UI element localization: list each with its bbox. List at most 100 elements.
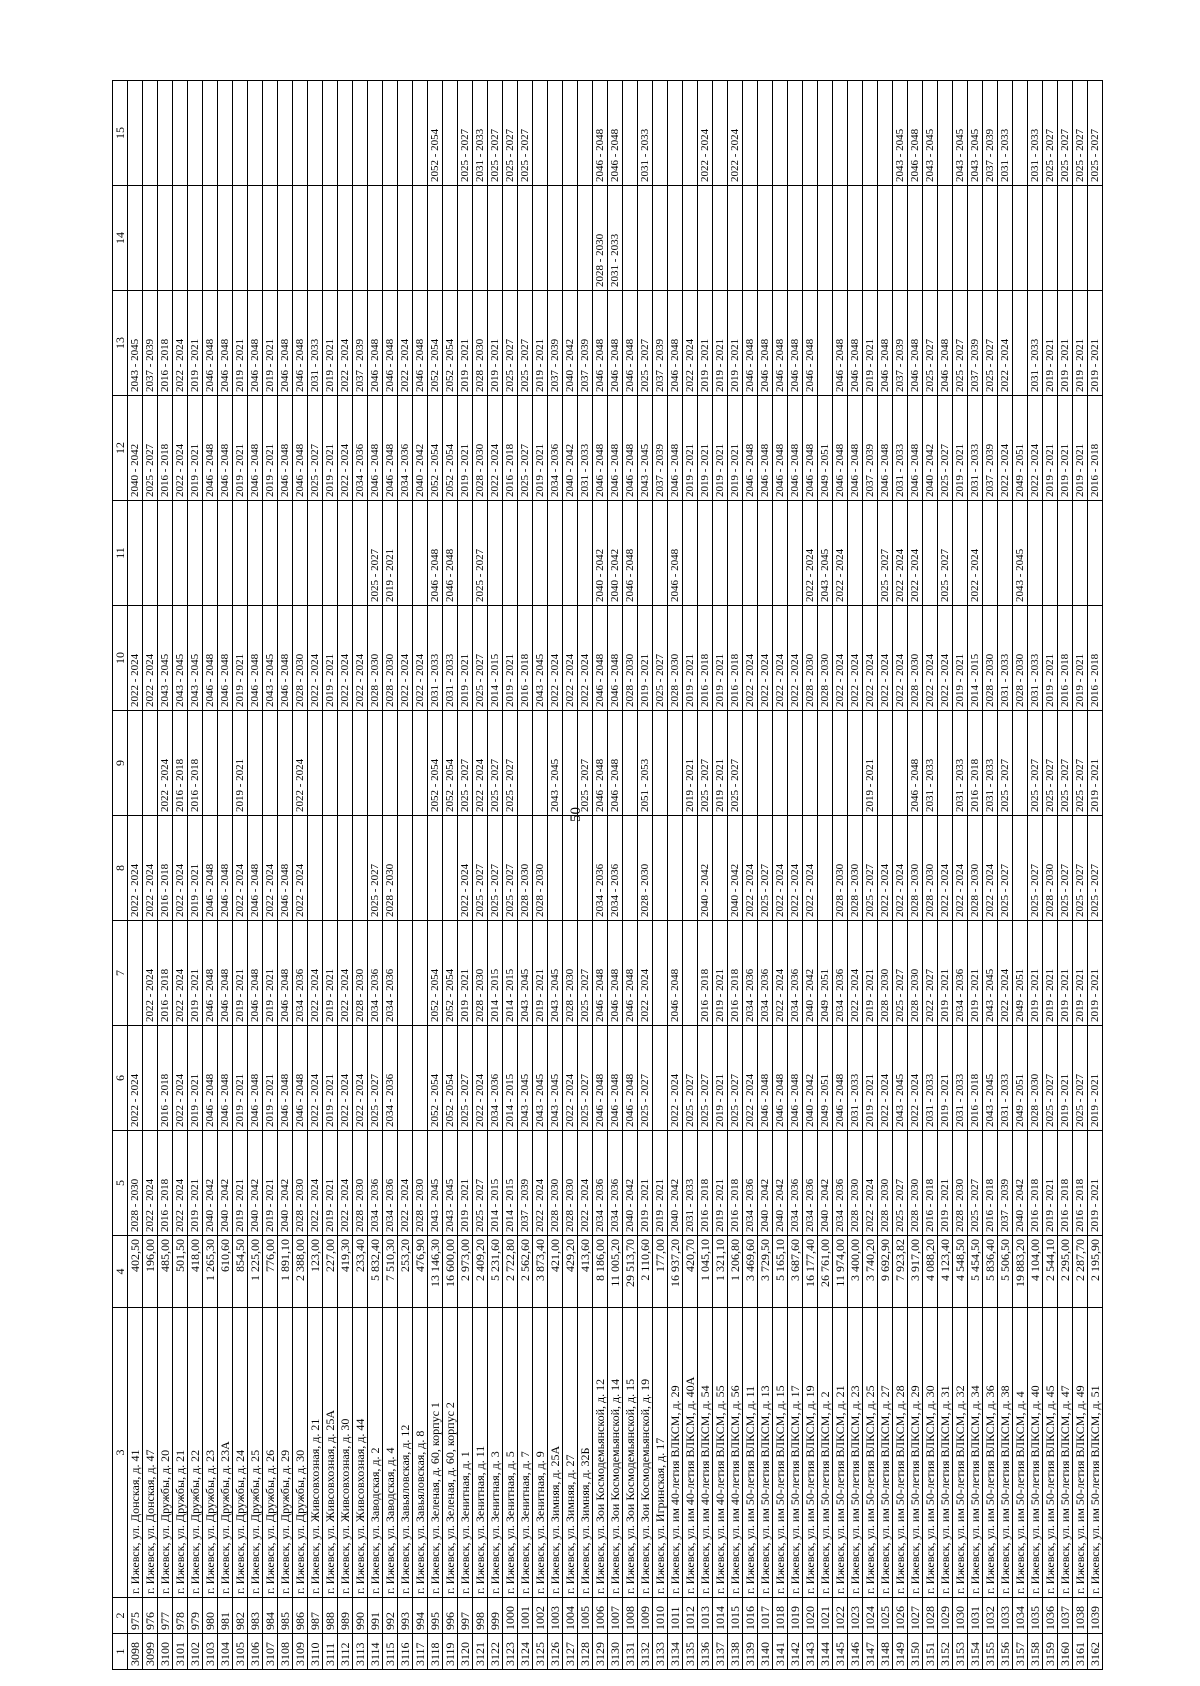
period-cell: 2028 - 2030 [1027, 1025, 1043, 1131]
period-cell [922, 185, 938, 291]
area-cell: 9 692,90 [877, 1235, 893, 1308]
period-cell: 2022 - 2024 [802, 500, 818, 606]
index-cell: 3108 [277, 1633, 293, 1670]
period-cell: 2037 - 2039 [862, 395, 878, 501]
period-cell: 2019 - 2021 [457, 290, 473, 396]
area-cell: 16 937,20 [667, 1235, 683, 1308]
period-cell: 2019 - 2021 [862, 710, 878, 816]
index-cell: 1026 [892, 1597, 908, 1634]
period-cell: 2016 - 2018 [697, 1130, 713, 1236]
area-cell: 7 923,82 [892, 1235, 908, 1308]
area-cell: 5 506,50 [997, 1235, 1013, 1308]
period-cell: 2019 - 2021 [187, 290, 203, 396]
period-cell: 2043 - 2045 [922, 80, 938, 186]
period-cell [487, 500, 503, 606]
column-header: 4 [112, 1235, 128, 1308]
period-cell [337, 500, 353, 606]
period-cell [547, 185, 563, 291]
period-cell: 2014 - 2015 [967, 605, 983, 711]
period-cell: 2025 - 2027 [502, 710, 518, 816]
index-cell: 3133 [652, 1633, 668, 1670]
period-cell: 2037 - 2039 [142, 290, 158, 396]
period-cell: 2046 - 2048 [742, 290, 758, 396]
period-cell: 2028 - 2030 [907, 605, 923, 711]
address-cell: г. Ижевск, ул. им 50-летия ВЛКСМ, д. 15 [772, 1307, 788, 1598]
period-cell: 2040 - 2042 [817, 1130, 833, 1236]
period-cell: 2025 - 2027 [697, 710, 713, 816]
period-cell: 2022 - 2024 [952, 815, 968, 921]
period-cell: 2022 - 2024 [172, 290, 188, 396]
period-cell [727, 185, 743, 291]
period-cell: 2019 - 2021 [187, 395, 203, 501]
address-cell: г. Ижевск, ул. им 40-летия ВЛКСМ, д. 29 [667, 1307, 683, 1598]
period-cell: 2031 - 2033 [1027, 80, 1043, 186]
period-cell: 2031 - 2033 [997, 80, 1013, 186]
column-header: 1 [112, 1633, 128, 1670]
period-cell: 2051 - 2053 [637, 710, 653, 816]
period-cell: 2025 - 2027 [367, 1025, 383, 1131]
period-cell: 2019 - 2021 [712, 1025, 728, 1131]
period-cell: 2031 - 2033 [472, 80, 488, 186]
period-cell [382, 710, 398, 816]
period-cell: 2046 - 2048 [247, 1025, 263, 1131]
index-cell: 1038 [1072, 1597, 1088, 1634]
index-cell: 986 [292, 1597, 308, 1634]
period-cell: 2025 - 2027 [967, 1130, 983, 1236]
period-cell: 2019 - 2021 [1087, 920, 1103, 1026]
period-cell: 2046 - 2048 [367, 395, 383, 501]
period-cell: 2046 - 2048 [292, 1025, 308, 1131]
period-cell: 2025 - 2027 [637, 1025, 653, 1131]
period-cell: 2046 - 2048 [247, 815, 263, 921]
index-cell: 1015 [727, 1597, 743, 1634]
address-cell: г. Ижевск, ул. им 50-летия ВЛКСМ, д. 31 [937, 1307, 953, 1598]
address-cell: г. Ижевск, ул. Дружбы, д. 26 [262, 1307, 278, 1598]
area-cell: 196,00 [142, 1235, 158, 1308]
index-cell: 3153 [952, 1633, 968, 1670]
period-cell: 2046 - 2048 [442, 500, 458, 606]
period-cell [412, 1025, 428, 1131]
period-cell: 2046 - 2048 [622, 395, 638, 501]
period-cell: 2040 - 2042 [922, 395, 938, 501]
period-cell: 2019 - 2021 [1087, 290, 1103, 396]
period-cell: 2028 - 2030 [877, 1130, 893, 1236]
period-cell: 2046 - 2048 [787, 290, 803, 396]
index-cell: 3141 [772, 1633, 788, 1670]
index-cell: 1027 [907, 1597, 923, 1634]
period-cell: 2019 - 2021 [232, 395, 248, 501]
period-cell: 2016 - 2018 [922, 1130, 938, 1236]
address-cell: г. Ижевск, ул. Зеленая, д. 60, корпус 1 [427, 1307, 443, 1598]
address-cell: г. Ижевск, ул. Зенитная, д. 1 [457, 1307, 473, 1598]
period-cell: 2052 - 2054 [427, 1025, 443, 1131]
period-cell: 2028 - 2030 [562, 920, 578, 1026]
period-cell: 2025 - 2027 [877, 500, 893, 606]
period-cell: 2025 - 2027 [517, 80, 533, 186]
period-cell: 2022 - 2024 [232, 815, 248, 921]
period-cell: 2028 - 2030 [532, 815, 548, 921]
period-cell: 2031 - 2033 [952, 710, 968, 816]
index-cell: 3131 [622, 1633, 638, 1670]
period-cell: 2025 - 2027 [1072, 1025, 1088, 1131]
period-cell: 2052 - 2054 [427, 920, 443, 1026]
period-cell: 2028 - 2030 [877, 920, 893, 1026]
period-cell [262, 185, 278, 291]
address-cell: г. Ижевск, ул. Дружбы, д. 22 [187, 1307, 203, 1598]
period-cell: 2028 - 2030 [847, 1130, 863, 1236]
period-cell [1012, 710, 1028, 816]
index-cell: 1020 [802, 1597, 818, 1634]
period-cell: 2046 - 2048 [772, 290, 788, 396]
period-cell [217, 185, 233, 291]
period-cell: 2022 - 2024 [727, 80, 743, 186]
period-cell: 2016 - 2018 [1027, 1130, 1043, 1236]
period-cell: 2025 - 2027 [1072, 80, 1088, 186]
period-cell [412, 815, 428, 921]
period-cell [817, 185, 833, 291]
period-cell [892, 710, 908, 816]
period-cell [187, 500, 203, 606]
period-cell: 2034 - 2036 [292, 920, 308, 1026]
